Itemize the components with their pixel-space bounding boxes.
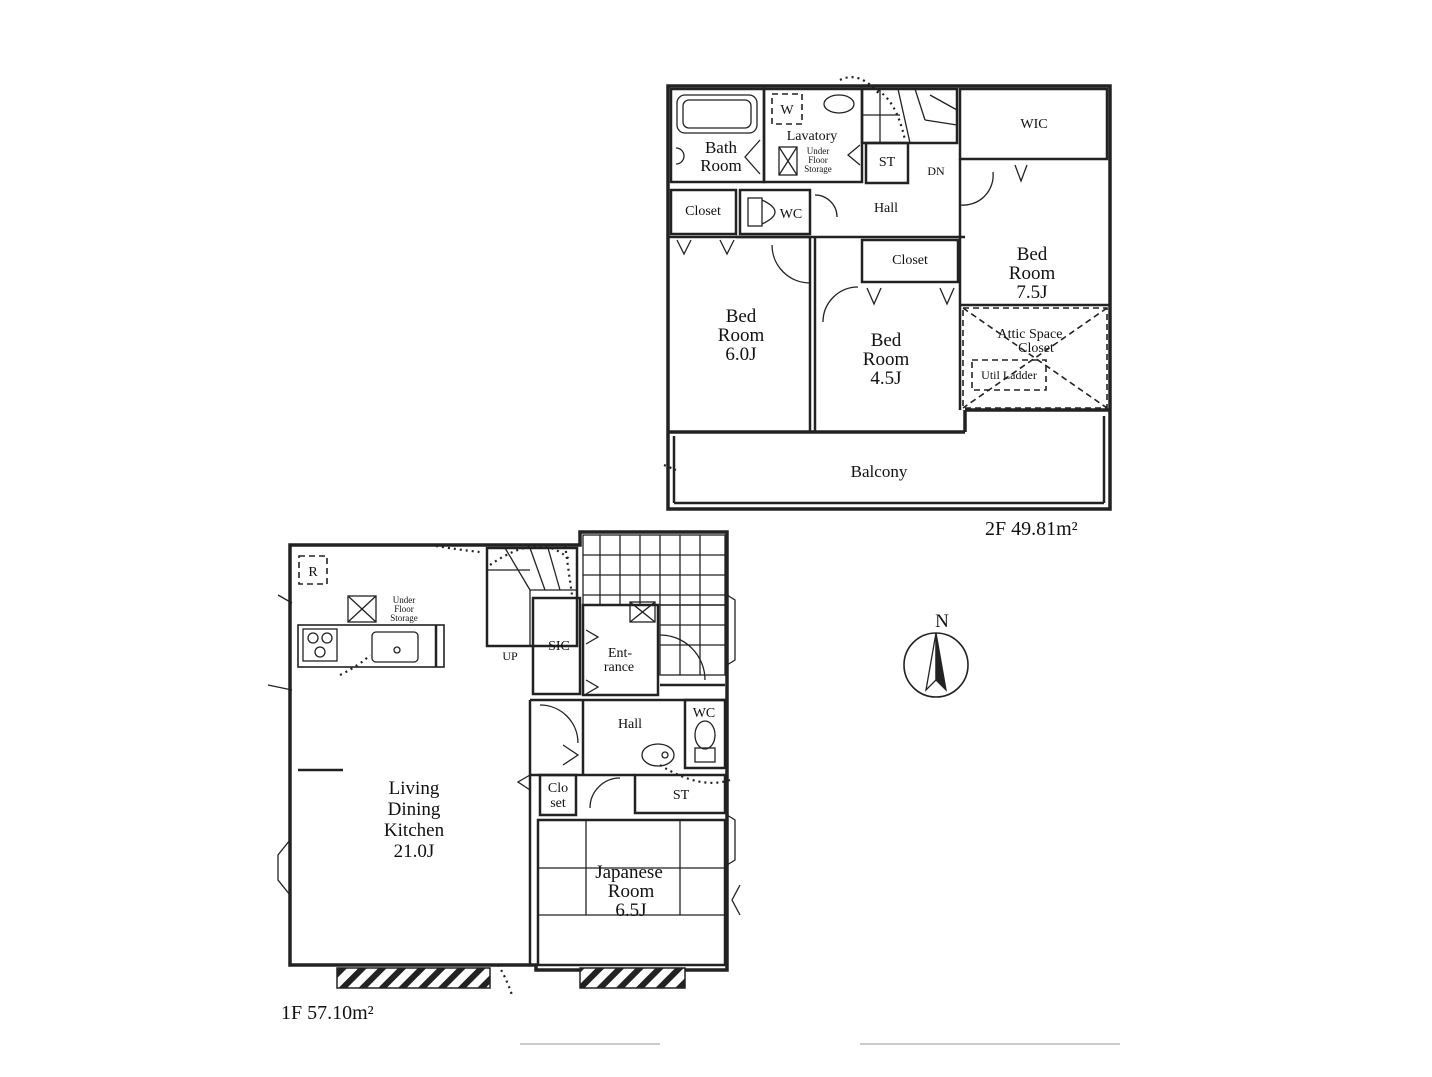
stairs-2f <box>860 87 959 145</box>
closet-left <box>669 188 738 236</box>
wc-1f <box>683 698 727 770</box>
bathtub <box>676 94 758 134</box>
ldk-line2: Dining <box>388 799 441 820</box>
ldk-line3: Kitchen <box>384 820 445 841</box>
japanese-room <box>536 818 727 967</box>
bath-label-line2: Room <box>700 156 742 175</box>
ufs-2f-line2: Floor <box>808 155 828 165</box>
lavatory-label: Lavatory <box>787 129 838 144</box>
kitchen-counter <box>297 624 445 668</box>
entrance-line1: Ent- <box>608 646 632 661</box>
ldk-line4: 21.0J <box>394 841 435 862</box>
second-floor-outline <box>666 84 1112 511</box>
kitchen-sink <box>371 631 419 663</box>
washer-mark: W <box>780 103 794 118</box>
fridge-mark: R <box>308 565 318 580</box>
closet-1f-line1: Clo <box>548 781 568 796</box>
storage-st-1f <box>633 773 727 815</box>
cooktop <box>302 628 338 662</box>
fridge-space <box>298 555 328 585</box>
entrance-storage-hatch <box>629 601 656 623</box>
compass-north-label: N <box>935 611 949 632</box>
closet-mid-label: Closet <box>892 253 928 268</box>
ufs-1f-line2: Floor <box>394 604 414 614</box>
hall-wash-basin <box>641 743 675 767</box>
closet-1f-line2: set <box>550 796 566 811</box>
toilet-1f-tank <box>694 747 716 763</box>
bedroom-east-line1: Bed <box>1017 244 1048 265</box>
japanese-line3: 6.5J <box>615 900 646 921</box>
under-floor-storage-hatch <box>778 146 798 176</box>
bedroom-mid-line1: Bed <box>871 330 902 351</box>
japanese-line2: Room <box>608 881 655 902</box>
bedroom-east-line3: 7.5J <box>1016 282 1047 303</box>
bedroom-west-line3: 6.0J <box>725 344 756 365</box>
shoe-closet-sic <box>531 596 582 696</box>
first-floor-plan <box>267 530 741 996</box>
ufs-2f-line1: Under <box>807 146 830 156</box>
south-window-ldk <box>336 967 491 989</box>
hall-2f-label: Hall <box>874 201 898 216</box>
south-window-japanese <box>579 967 686 989</box>
up-mark: UP <box>502 649 518 663</box>
util-ladder <box>971 359 1047 391</box>
ufs-1f-line3: Storage <box>390 613 418 623</box>
attic-space <box>962 307 1108 409</box>
second-floor-labels: Bath Room W Lavatory Under Floor Storage… <box>685 103 1078 540</box>
floor1-area-label: 1F 57.10m² <box>281 1002 374 1024</box>
down-mark: DN <box>927 164 945 178</box>
hall-1f-label: Hall <box>618 717 642 732</box>
entrance <box>581 603 660 697</box>
storage-st-2f <box>864 141 910 185</box>
bedroom-west-line2: Room <box>718 325 765 346</box>
north-compass: N <box>903 611 969 698</box>
japanese-line1: Japanese <box>595 862 663 883</box>
porch-tiles <box>582 534 726 676</box>
bedroom-mid-line2: Room <box>863 349 910 370</box>
toilet-1f <box>694 720 716 750</box>
first-floor-labels: R Under Floor Storage UP SIC Ent- rance … <box>281 565 715 1024</box>
compass-needle-right <box>935 632 947 692</box>
balcony-label: Balcony <box>851 462 908 481</box>
wash-basin <box>823 94 855 114</box>
washer-space <box>771 93 803 125</box>
st-1f-label: ST <box>673 788 690 803</box>
sic-label: SIC <box>548 639 570 654</box>
wc-2f-label: WC <box>780 207 803 222</box>
bedroom-mid-line3: 4.5J <box>870 368 901 389</box>
floor2-area-label: 2F 49.81m² <box>985 518 1078 540</box>
bedroom-west-line1: Bed <box>726 306 757 327</box>
bedroom-east-line2: Room <box>1009 263 1056 284</box>
wc-2f <box>738 188 812 236</box>
bath-label-line1: Bath <box>705 138 738 157</box>
ufs-1f-line1: Under <box>393 595 416 605</box>
attic-line2: Closet <box>1018 341 1054 356</box>
attic-line1: Attic Space <box>998 327 1063 342</box>
closet-left-label: Closet <box>685 204 721 219</box>
ldk-line1: Living <box>389 778 440 799</box>
second-floor-plan <box>663 76 1112 511</box>
entrance-line2: rance <box>604 660 634 675</box>
first-floor-outline <box>288 530 729 972</box>
toilet-2f <box>747 197 763 227</box>
compass-needle-left <box>925 632 937 692</box>
under-floor-storage-hatch-1f <box>347 595 377 623</box>
ufs-2f-line3: Storage <box>804 164 832 174</box>
st-2f-label: ST <box>879 155 896 170</box>
wc-1f-label: WC <box>693 706 716 721</box>
closet-mid <box>860 238 960 284</box>
walk-in-closet <box>958 87 1109 161</box>
wic-label: WIC <box>1020 117 1047 132</box>
ladder-label: Util Ladder <box>981 368 1037 382</box>
